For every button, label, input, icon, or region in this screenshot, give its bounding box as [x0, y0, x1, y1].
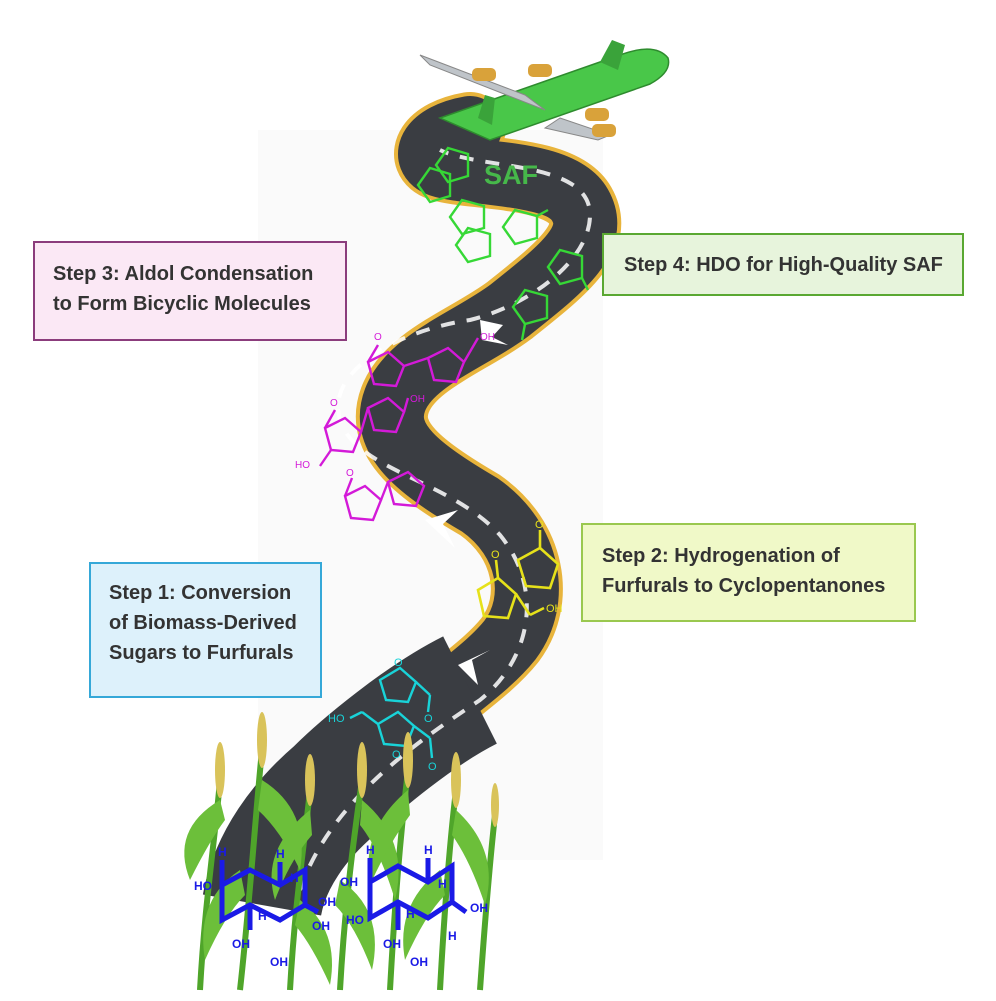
- atom-label: OH: [232, 937, 250, 951]
- atom-label: H: [448, 929, 457, 943]
- atom-label: HO: [328, 713, 345, 725]
- atom-label: OH: [470, 901, 488, 915]
- step2-line: Furfurals to Cyclopentanones: [602, 575, 886, 597]
- atom-label: O: [428, 761, 437, 773]
- atom-label: OH: [340, 875, 358, 889]
- step2-line: Step 2: Hydrogenation of: [602, 545, 840, 567]
- atom-label: O: [394, 657, 403, 669]
- arrow-up-icon: [458, 650, 490, 685]
- cyclopentanone-labels: O O OH: [491, 519, 563, 615]
- step4-line: Step 4: HDO for High-Quality SAF: [624, 254, 943, 276]
- atom-label: HO: [346, 913, 364, 927]
- atom-label: HO: [194, 879, 212, 893]
- corn-field: [184, 712, 499, 991]
- atom-label: O: [374, 332, 382, 343]
- sugar-labels: H H HO OH OH OH H H H OH H H OH HO OH H …: [194, 843, 488, 969]
- atom-label: OH: [480, 332, 495, 343]
- atom-label: OH: [312, 919, 330, 933]
- atom-label: H: [366, 843, 375, 857]
- atom-label: O: [346, 468, 354, 479]
- arrow-right-icon: [480, 320, 508, 345]
- saf-road-label: SAF: [484, 160, 538, 190]
- atom-label: H: [276, 847, 285, 861]
- arrow-up-icon: [425, 510, 458, 548]
- atom-label: OH: [410, 394, 425, 405]
- step3-line: to Form Bicyclic Molecules: [53, 293, 311, 315]
- atom-label: OH: [410, 955, 428, 969]
- atom-label: H: [290, 871, 299, 885]
- airplane: [419, 40, 670, 141]
- atom-label: H: [438, 877, 447, 891]
- step1-box: Step 1: Conversion of Biomass-Derived Su…: [89, 562, 322, 698]
- atom-label: H: [218, 845, 227, 859]
- step1-line: Sugars to Furfurals: [109, 642, 294, 664]
- atom-label: O: [491, 549, 500, 561]
- step3-box: Step 3: Aldol Condensation to Form Bicyc…: [33, 241, 347, 341]
- atom-label: OH: [383, 937, 401, 951]
- atom-label: O: [535, 519, 544, 531]
- saf-molecules: [416, 146, 590, 341]
- atom-label: OH: [270, 955, 288, 969]
- direction-arrows: [425, 320, 508, 685]
- atom-label: HO: [295, 460, 310, 471]
- step4-box: Step 4: HDO for High-Quality SAF: [602, 233, 964, 296]
- atom-label: O: [392, 749, 401, 761]
- atom-label: H: [406, 907, 415, 921]
- atom-label: OH: [546, 603, 563, 615]
- atom-label: H: [424, 843, 433, 857]
- step3-line: Step 3: Aldol Condensation: [53, 263, 314, 285]
- step1-line: Step 1: Conversion: [109, 582, 292, 604]
- bicyclic-molecules: [319, 337, 480, 522]
- atom-label: O: [424, 713, 433, 725]
- cyclopentanone-molecules: [476, 530, 560, 620]
- step2-box: Step 2: Hydrogenation of Furfurals to Cy…: [581, 523, 916, 622]
- step1-line: of Biomass-Derived: [109, 612, 297, 634]
- atom-label: H: [258, 909, 267, 923]
- atom-label: O: [330, 398, 338, 409]
- furfural-labels: O HO O O O: [328, 657, 437, 773]
- sugar-molecules: [219, 858, 468, 930]
- bicyclic-labels: O OH O OH HO O: [295, 332, 495, 479]
- atom-label: OH: [318, 895, 336, 909]
